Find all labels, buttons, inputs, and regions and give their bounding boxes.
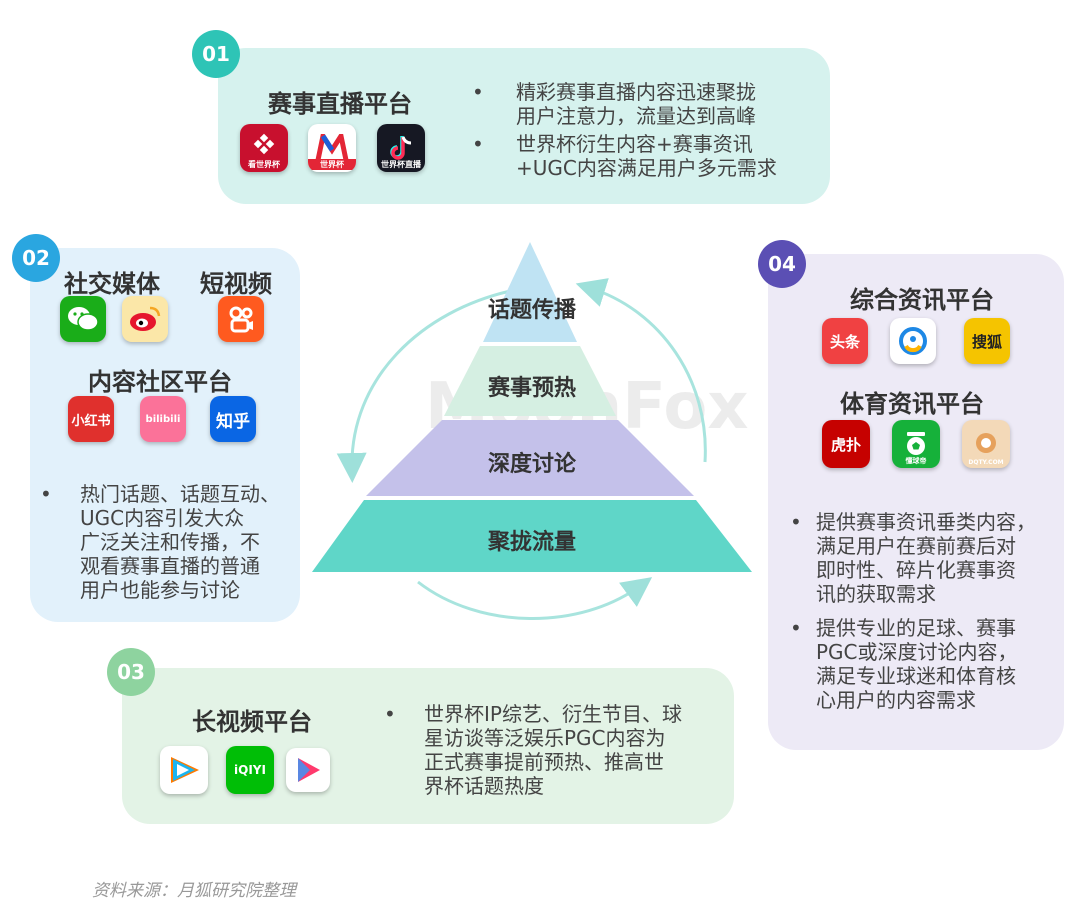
content-community-title: 内容社区平台	[88, 368, 232, 396]
douyin-icon-label: 世界杯直播	[381, 160, 421, 169]
live-bullet-2-line-2: +UGC内容满足用户多元需求	[516, 156, 777, 180]
step-number-01: 01	[192, 30, 240, 78]
news-bullet-1-line-3: 即时性、碎片化赛事资	[816, 558, 1016, 582]
step-number-03: 03	[107, 648, 155, 696]
sohu-icon-label: 搜狐	[971, 332, 1002, 351]
pyramid-label-traffic: 聚拢流量	[487, 530, 577, 555]
wechat-icon	[60, 296, 106, 342]
bilibili-icon-label: bilibili	[145, 413, 181, 425]
migu-icon-label: 世界杯	[308, 159, 356, 170]
social-bullet-line-5: 用户也能参与讨论	[80, 578, 240, 602]
social-bullet-line-2: UGC内容引发大众	[80, 506, 245, 530]
cctv-sports-icon: 看世界杯	[240, 124, 288, 172]
social-bullet-line-3: 广泛关注和传播，不	[80, 530, 260, 554]
long-video-title: 长视频平台	[192, 708, 312, 736]
news-bullet-2: • 提供专业的足球、赛事 PGC或深度讨论内容， 满足专业球迷和体育核 心用户的…	[790, 616, 1018, 712]
news-bullet-2-line-4: 心用户的内容需求	[816, 688, 976, 712]
long-video-bullet-line-3: 正式赛事提前预热、推高世	[424, 750, 664, 774]
social-bullet-line-1: 热门话题、话题互动、	[80, 482, 280, 506]
pyramid-label-warmup: 赛事预热	[487, 376, 577, 401]
live-bullet-1-line-1: 精彩赛事直播内容迅速聚拢	[516, 80, 756, 104]
tencent-video-icon	[160, 746, 208, 794]
pyramid-layer-warmup	[444, 346, 616, 416]
long-video-bullet-line-2: 星访谈等泛娱乐PGC内容为	[424, 726, 666, 750]
dongqiudi-icon-label: 懂球帝	[905, 457, 927, 465]
social-media-title: 社交媒体	[64, 270, 160, 298]
long-video-bullet-line-4: 界杯话题热度	[424, 774, 544, 798]
step-number-04: 04	[758, 240, 806, 288]
pyramid-diagram	[312, 242, 752, 620]
tencent-news-icon	[890, 318, 936, 364]
cycle-arrow-bottom	[417, 577, 653, 620]
douyin-icon: 世界杯直播	[377, 124, 425, 172]
short-video-title: 短视频	[200, 270, 272, 298]
news-bullet-2-line-1: 提供专业的足球、赛事	[816, 616, 1016, 640]
news-bullet-1-line-1: 提供赛事资讯垂类内容，	[816, 510, 1036, 534]
pyramid-layer-topic	[483, 242, 577, 342]
hupu-icon: 虎扑	[822, 420, 870, 468]
news-bullet-1: • 提供赛事资讯垂类内容， 满足用户在赛前赛后对 即时性、碎片化赛事资 讯的获取…	[790, 510, 1036, 606]
news-bullet-2-line-2: PGC或深度讨论内容，	[816, 640, 1018, 664]
sohu-icon: 搜狐	[964, 318, 1010, 364]
source-note: 资料来源：月狐研究院整理	[92, 881, 296, 901]
dqty-icon: DQTY.COM	[962, 420, 1010, 468]
live-bullet-2-line-1: 世界杯衍生内容+赛事资讯	[516, 132, 753, 156]
general-news-title: 综合资讯平台	[850, 286, 994, 314]
hupu-icon-label: 虎扑	[830, 435, 861, 454]
social-bullet-line-4: 观看赛事直播的普通	[80, 554, 260, 578]
zhihu-icon: 知乎	[210, 396, 256, 442]
sports-news-title: 体育资讯平台	[840, 390, 984, 418]
zhihu-icon-label: 知乎	[216, 411, 250, 432]
pyramid-label-topic: 话题传播	[487, 298, 577, 323]
cycle-arrow-left	[336, 288, 516, 483]
live-bullet-2: • 世界杯衍生内容+赛事资讯 +UGC内容满足用户多元需求	[472, 132, 777, 180]
long-video-box	[122, 668, 734, 824]
youku-icon	[286, 748, 330, 792]
pyramid-layer-traffic	[312, 500, 752, 572]
long-video-bullet-line-1: 世界杯IP综艺、衍生节目、球	[424, 702, 682, 726]
iqiyi-icon: iQIYI	[226, 746, 274, 794]
toutiao-icon-label: 头条	[829, 332, 860, 351]
news-bullet-1-line-4: 讯的获取需求	[816, 582, 936, 606]
pyramid-label-discussion: 深度讨论	[487, 452, 577, 477]
pyramid-layer-discussion	[366, 420, 694, 496]
long-video-bullet: • 世界杯IP综艺、衍生节目、球 星访谈等泛娱乐PGC内容为 正式赛事提前预热、…	[384, 702, 682, 798]
xiaohongshu-icon-label: 小红书	[71, 413, 111, 429]
step-number-02: 02	[12, 234, 60, 282]
live-bullet-1: • 精彩赛事直播内容迅速聚拢 用户注意力，流量达到高峰	[472, 80, 756, 128]
cctv-icon-label: 看世界杯	[248, 160, 280, 169]
kuaishou-icon	[218, 296, 264, 342]
cycle-arrow-right	[575, 278, 707, 463]
xiaohongshu-icon: 小红书	[68, 396, 114, 442]
migu-icon: 世界杯	[308, 124, 356, 172]
bilibili-icon: bilibili	[140, 396, 186, 442]
news-bullet-1-line-2: 满足用户在赛前赛后对	[816, 534, 1016, 558]
live-platform-title: 赛事直播平台	[268, 90, 412, 118]
dqty-icon-label: DQTY.COM	[968, 459, 1004, 466]
live-bullet-1-line-2: 用户注意力，流量达到高峰	[516, 104, 756, 128]
dongqiudi-icon: 懂球帝	[892, 420, 940, 468]
weibo-icon	[122, 296, 168, 342]
news-bullet-2-line-3: 满足专业球迷和体育核	[816, 664, 1016, 688]
social-bullet: • 热门话题、话题互动、 UGC内容引发大众 广泛关注和传播，不 观看赛事直播的…	[40, 482, 280, 602]
iqiyi-icon-label: iQIYI	[234, 763, 266, 777]
toutiao-icon: 头条	[822, 318, 868, 364]
